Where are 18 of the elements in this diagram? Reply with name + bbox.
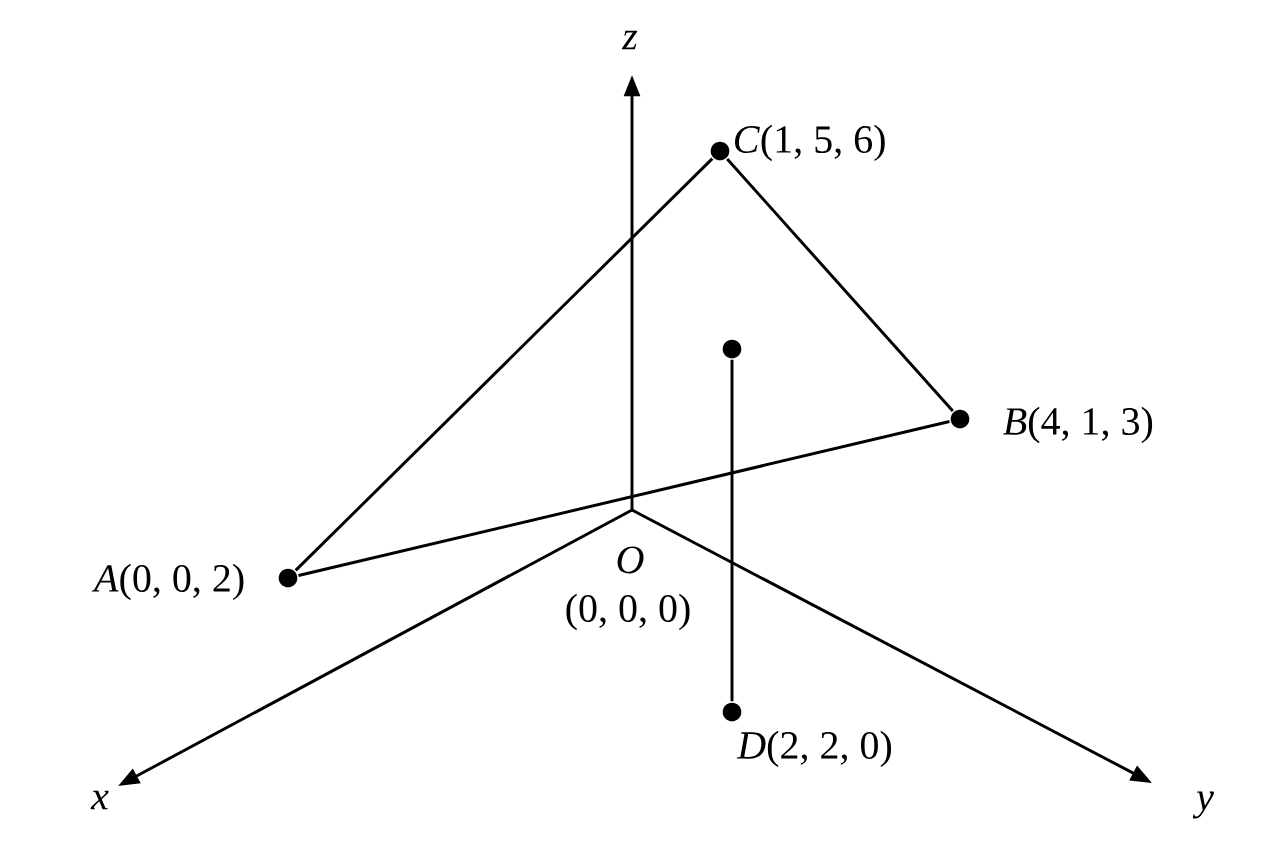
- axis-label: x: [90, 790, 109, 810]
- line-segment: [730, 359, 734, 702]
- point-label: C(1, 5, 6): [735, 124, 885, 162]
- point-dot: [722, 702, 742, 722]
- point-dot: [710, 141, 730, 161]
- axis-label: y: [1192, 791, 1214, 819]
- line-segment: [726, 158, 954, 412]
- coordinate-label: (0, 0, 0): [566, 593, 690, 631]
- axis-label: z: [621, 30, 638, 50]
- line-segment: [294, 157, 714, 572]
- point-label: D(2, 2, 0): [736, 730, 891, 768]
- point-dot: [722, 339, 742, 359]
- point-label: B(4, 1, 3): [1003, 406, 1153, 444]
- origin-label: O: [617, 546, 644, 574]
- point-dot: [950, 409, 970, 429]
- point-dot: [278, 568, 298, 588]
- line-segment: [298, 420, 950, 577]
- point-label: A(0, 0, 2): [91, 563, 244, 601]
